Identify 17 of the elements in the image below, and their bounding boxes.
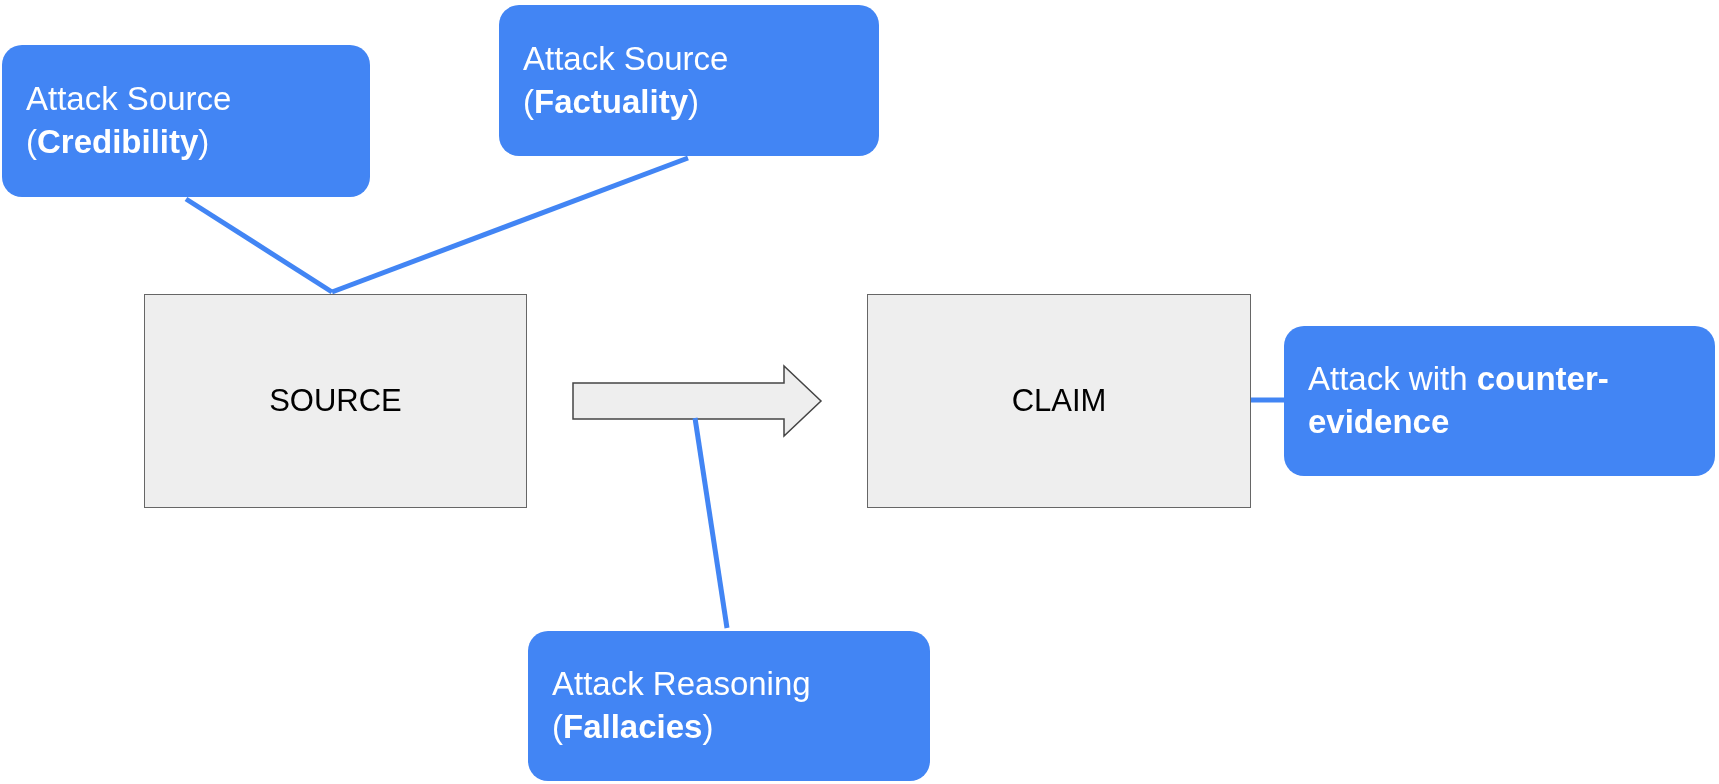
leader-line bbox=[331, 155, 689, 295]
node-label: Attack with counter-evidence bbox=[1308, 359, 1610, 442]
node-label: Attack Reasoning (Fallacies) bbox=[552, 664, 812, 747]
node-label: CLAIM bbox=[1011, 383, 1107, 419]
leader-line bbox=[184, 196, 334, 295]
leader-line bbox=[692, 417, 730, 629]
leader-line bbox=[1251, 397, 1284, 403]
node-label: SOURCE bbox=[269, 383, 402, 419]
node-label: Attack Source (Credibility) bbox=[26, 79, 233, 162]
process-box bbox=[867, 294, 1251, 508]
process-box bbox=[144, 294, 527, 508]
callout-box bbox=[499, 5, 879, 156]
block-arrow bbox=[572, 364, 823, 438]
node-label: Attack Source (Factuality) bbox=[523, 38, 730, 122]
callout-box bbox=[2, 45, 370, 197]
callout-box bbox=[1284, 326, 1715, 476]
callout-box bbox=[528, 631, 930, 781]
